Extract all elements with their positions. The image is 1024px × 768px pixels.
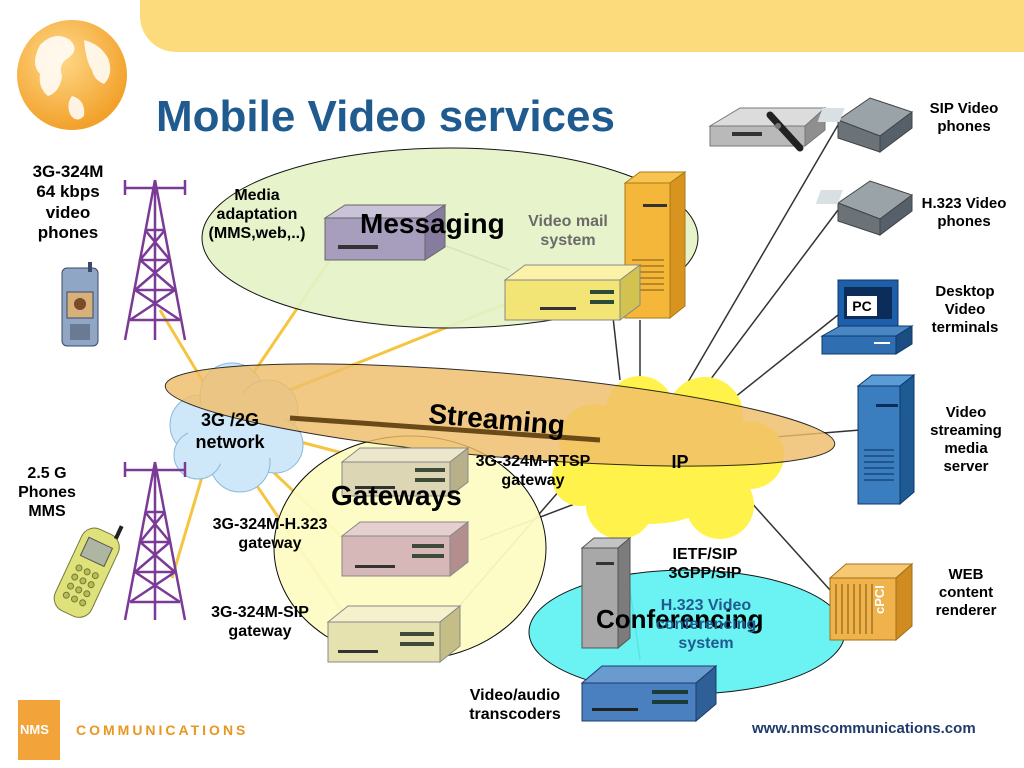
cell-tower-3g-icon (123, 179, 187, 341)
sip-gateway-device (326, 604, 462, 664)
transcoder-device (580, 664, 718, 723)
website-url[interactable]: www.nmscommunications.com (752, 720, 976, 737)
streaming-link (289, 415, 601, 443)
media-adaptation-label: Media adaptation (MMS,web,..) (208, 187, 306, 243)
rtsp-gateway-label: 3G-324M-RTSP gateway (475, 453, 591, 490)
ietf-sip-label: IETF/SIP 3GPP/SIP (668, 546, 742, 583)
streaming-server-icon (856, 373, 916, 506)
h323-phones-label: H.323 Video phones (921, 195, 1007, 230)
cpci-chassis-icon (828, 562, 914, 642)
phones-25g-label: 2.5 G Phones MMS (18, 465, 76, 521)
25g-phone-icon (53, 525, 124, 618)
video-mail-label: Video mail system (528, 213, 608, 250)
conferencing-title: Conferencing (596, 604, 764, 634)
conferencing-server-icon (580, 536, 632, 650)
desktop-terminals-label: Desktop Video terminals (931, 283, 999, 336)
network-3g2g-label: 3G /2G network (195, 410, 265, 452)
video-mail-device (503, 264, 642, 321)
web-renderer-label: WEB content renderer (935, 566, 997, 619)
cell-tower-25g-icon (123, 461, 187, 621)
3g-video-phone-icon (61, 262, 99, 347)
h323-conferencing-label: H.323 Video conferencing system (655, 597, 757, 653)
h323-phone-icon (815, 180, 914, 236)
h323-gateway-label: 3G-324M-H.323 gateway (212, 516, 328, 553)
company-name: COMMUNICATIONS (76, 722, 249, 738)
nms-logo-mark: NMS (18, 700, 60, 760)
globe-icon (15, 16, 135, 136)
gateways-title: Gateways (331, 480, 462, 511)
media-adaptation-device (323, 204, 447, 261)
pc-badge: PC (847, 296, 877, 316)
sip-phones-label: SIP Video phones (929, 100, 999, 135)
cpci-badge: cPCI (872, 585, 887, 614)
streaming-server-label: Video streaming media server (930, 404, 1002, 475)
ip-label: IP (671, 452, 689, 472)
h323-gateway-device (340, 520, 470, 578)
streaming-group (164, 363, 836, 467)
top-banner (140, 0, 1024, 52)
page-title: Mobile Video services (156, 92, 615, 141)
transcoders-label: Video/audio transcoders (469, 687, 561, 724)
sip-phone-icon (817, 97, 914, 153)
messaging-title: Messaging (360, 208, 505, 239)
phones-3g-label: 3G-324M 64 kbps video phones (32, 162, 104, 243)
videophone-settop-icon (708, 106, 827, 152)
sip-gateway-label: 3G-324M-SIP gateway (211, 604, 309, 641)
rtsp-gateway-device (340, 446, 470, 498)
